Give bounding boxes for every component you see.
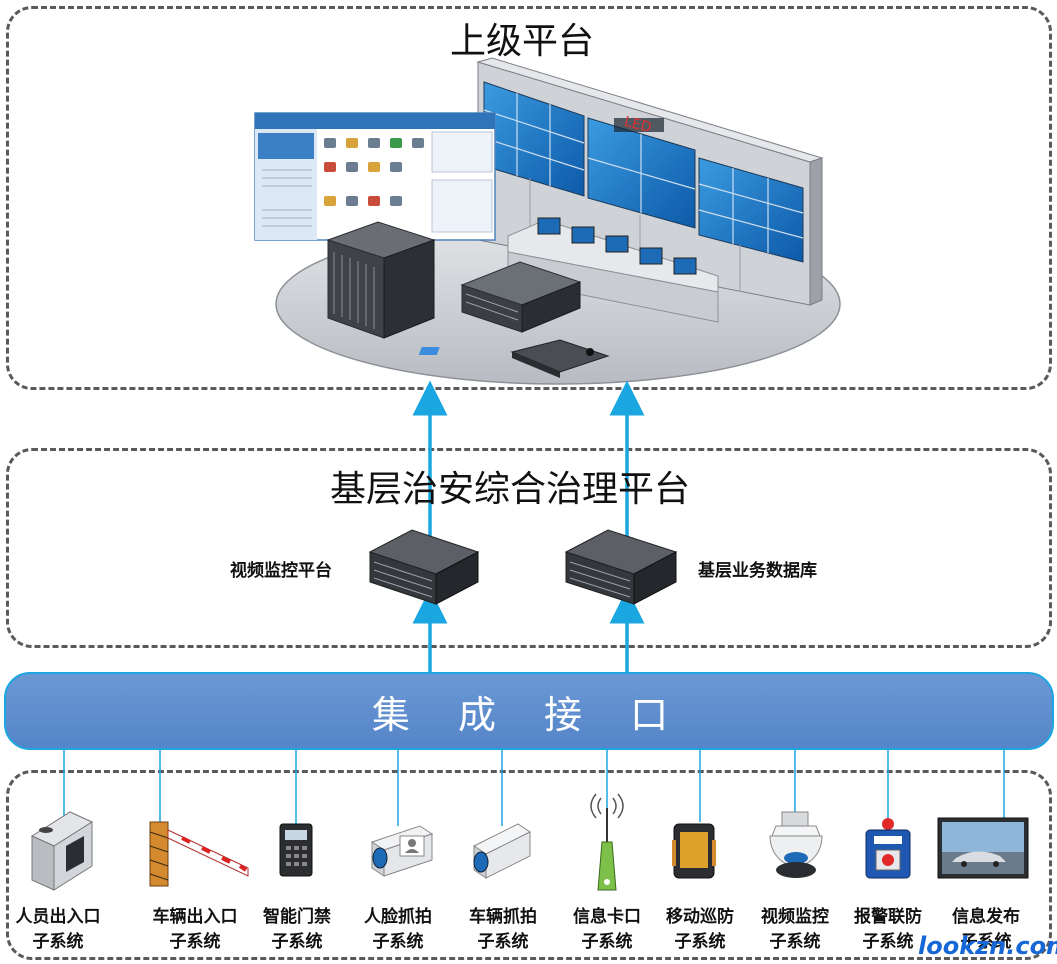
subsystem-label: 信息卡口子系统 [552,905,662,955]
integration-interface-bus: 集 成 接 口 [4,672,1054,750]
subsystem-suffix: 子系统 [769,932,821,952]
top-platform-box [6,6,1052,390]
subsystem-suffix: 子系统 [862,932,914,952]
control-room-illustration [254,57,841,385]
software-window-icon [254,112,496,241]
face-camera-icon [370,825,434,877]
watermark: lookzn.com [918,932,1057,960]
video-platform-label: 视频监控平台 [230,561,332,581]
data-flow-arrows [412,380,645,672]
subsystem-name: 移动巡防 [666,907,734,927]
antenna-icon [590,793,624,891]
subsystem-suffix: 子系统 [169,932,221,952]
subsystem-suffix: 子系统 [674,932,726,952]
subsystem-name: 车辆出入口 [152,907,238,927]
database-server-icon [564,529,678,605]
subsystem-name: 报警联防 [854,907,922,927]
rack-server-icon [326,221,436,339]
top-platform-title: 上级平台 [450,21,595,62]
subsystem-label: 人脸抓拍子系统 [343,905,453,955]
subsystem-name: 信息卡口 [573,907,641,927]
handheld-terminal-icon [672,823,716,879]
subsystem-label: 智能门禁子系统 [242,905,352,955]
turnstile-icon [30,811,94,891]
storage-array-icon [460,261,582,333]
subsystem-name: 人员出入口 [15,907,101,927]
subsystem-name: 人脸抓拍 [364,907,432,927]
access-keypad-icon [279,823,313,877]
subsystem-suffix: 子系统 [32,932,84,952]
ptz-keyboard-icon [418,339,610,378]
alarm-box-icon [865,818,911,879]
database-label: 基层业务数据库 [698,561,817,581]
subsystem-suffix: 子系统 [960,932,1012,952]
middle-platform-title: 基层治安综合治理平台 [330,469,691,510]
video-platform-server-icon [368,529,480,605]
dome-camera-icon [769,811,823,878]
subsystem-name: 视频监控 [761,907,829,927]
subsystem-suffix: 子系统 [271,932,323,952]
subsystem-label: 信息发布子系统 [931,905,1041,955]
subsystem-label: 人员出入口子系统 [3,905,113,955]
subsystem-label: 移动巡防子系统 [645,905,755,955]
subsystem-label: 视频监控子系统 [740,905,850,955]
subsystem-label: 车辆抓拍子系统 [448,905,558,955]
subsystem-label: 报警联防子系统 [833,905,943,955]
display-screen-icon [937,817,1029,879]
bullet-camera-icon [473,823,531,879]
subsystem-suffix: 子系统 [372,932,424,952]
subsystem-name: 信息发布 [952,907,1020,927]
subsystems-box [6,770,1052,960]
subsystem-name: 车辆抓拍 [469,907,537,927]
subsystem-name: 智能门禁 [263,907,331,927]
middle-platform-box [6,448,1052,648]
subsystem-suffix: 子系统 [477,932,529,952]
subsystem-label: 车辆出入口子系统 [140,905,250,955]
subsystem-connectors [63,750,1005,826]
subsystem-suffix: 子系统 [581,932,633,952]
barrier-gate-icon [149,821,249,887]
